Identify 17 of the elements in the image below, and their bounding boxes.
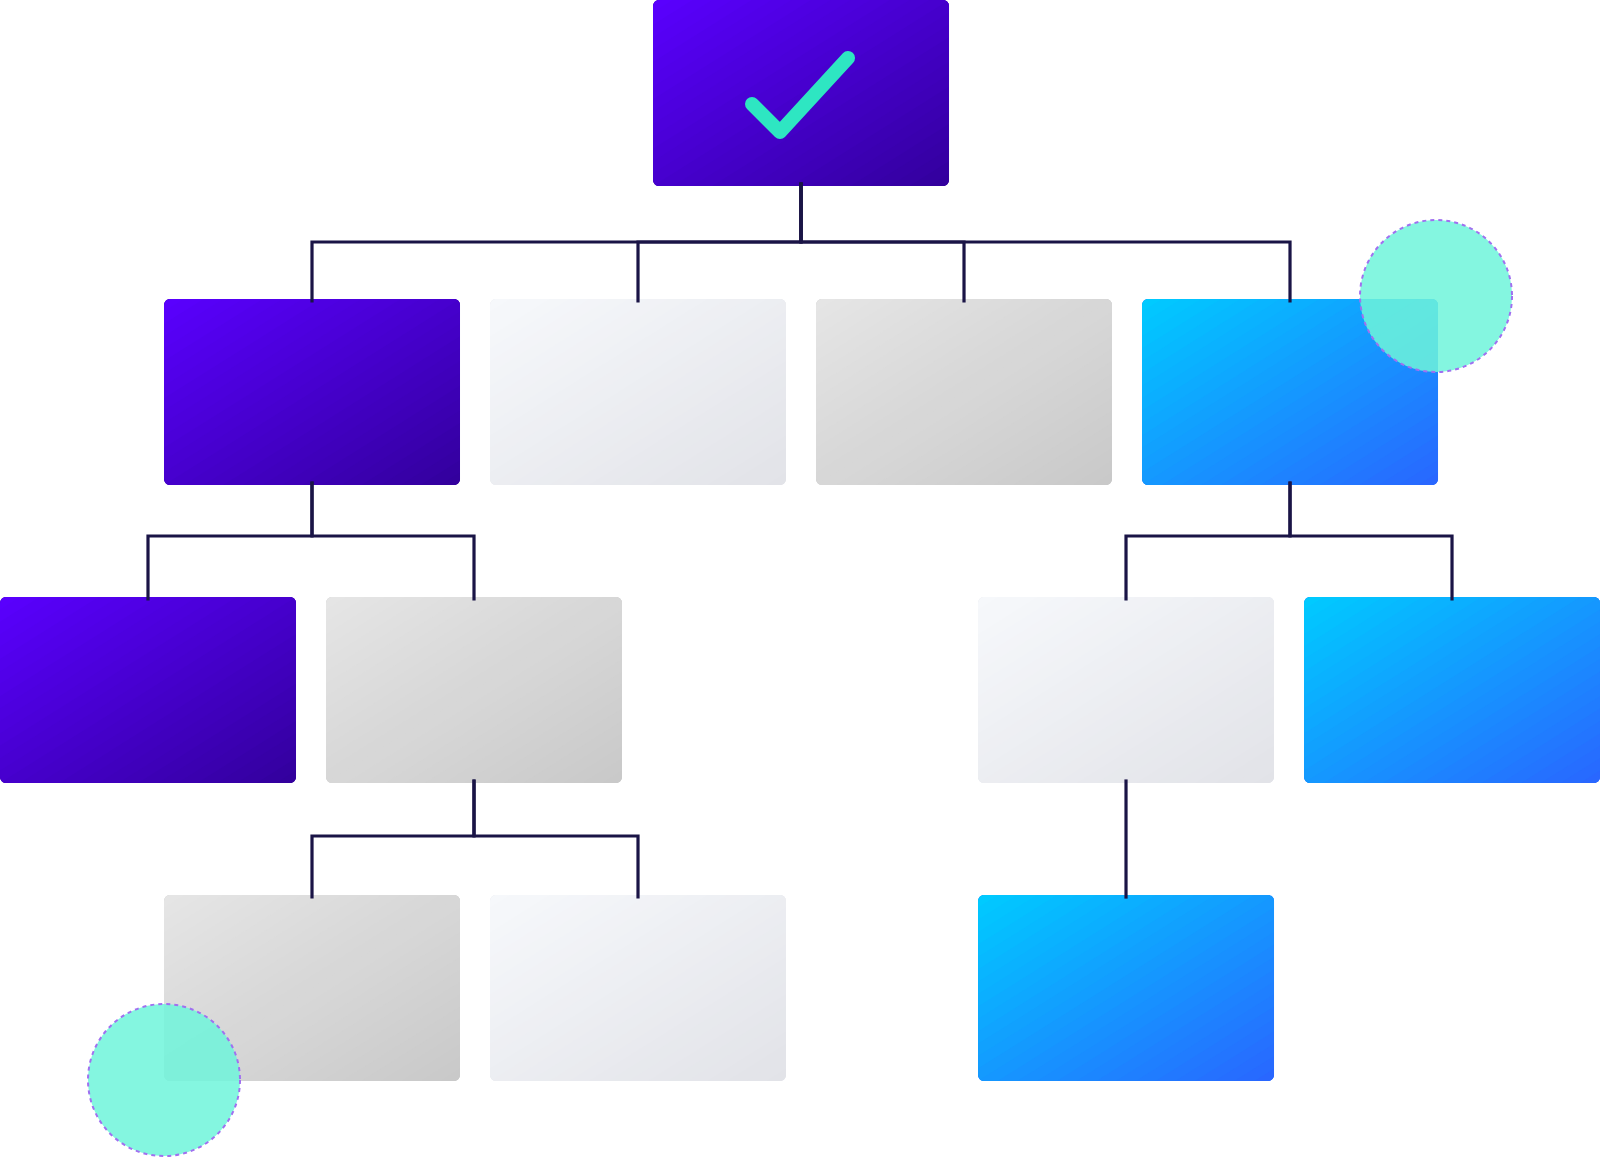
tree-box xyxy=(653,0,949,186)
tree-box xyxy=(1304,597,1600,783)
tree-box xyxy=(490,895,786,1081)
tree-box xyxy=(164,895,460,1081)
tree-box xyxy=(1142,299,1438,485)
connector-line xyxy=(472,779,640,899)
tree-box xyxy=(164,299,460,485)
tree-box xyxy=(816,299,1112,485)
connector-line xyxy=(1288,481,1454,601)
tree-box xyxy=(0,597,296,783)
connector-line xyxy=(310,481,476,601)
tree-box xyxy=(978,597,1274,783)
tree-box xyxy=(978,895,1274,1081)
connector-line xyxy=(1124,779,1128,899)
tree-box xyxy=(490,299,786,485)
connector-line xyxy=(799,182,1292,303)
tree-box xyxy=(326,597,622,783)
